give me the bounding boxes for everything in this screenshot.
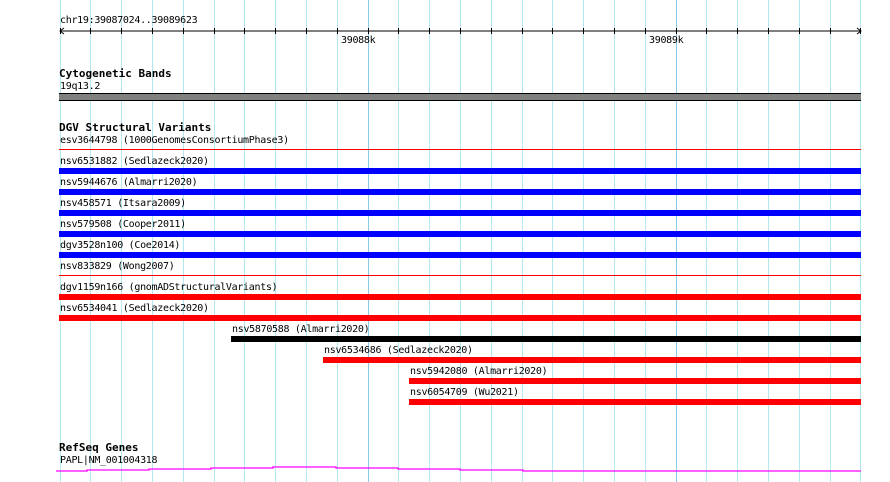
- cytoband-label[interactable]: 19q13.2: [60, 81, 101, 92]
- variant-label[interactable]: nsv833829 (Wong2007): [60, 261, 175, 272]
- variant-bar[interactable]: [409, 399, 861, 405]
- variant-label[interactable]: nsv6534041 (Sedlazeck2020): [60, 303, 209, 314]
- variant-label[interactable]: nsv5944676 (Almarri2020): [60, 177, 198, 188]
- cytoband-bar[interactable]: [59, 93, 861, 101]
- variant-bar[interactable]: [59, 275, 861, 276]
- variant-bar[interactable]: [59, 168, 861, 174]
- variant-bar[interactable]: [59, 231, 861, 237]
- variant-bar[interactable]: [59, 252, 861, 258]
- variant-bar[interactable]: [59, 294, 861, 300]
- track-title-cytoband: Cytogenetic Bands: [59, 67, 172, 80]
- variant-label[interactable]: nsv5870588 (Almarri2020): [232, 324, 370, 335]
- variant-label[interactable]: nsv5942080 (Almarri2020): [410, 366, 548, 377]
- variant-bar[interactable]: [409, 378, 861, 384]
- variant-label[interactable]: nsv579508 (Cooper2011): [60, 219, 186, 230]
- gene-feature[interactable]: [0, 460, 890, 480]
- variant-label[interactable]: nsv6534686 (Sedlazeck2020): [324, 345, 473, 356]
- variant-bar[interactable]: [323, 357, 861, 363]
- variant-label[interactable]: dgv3528n100 (Coe2014): [60, 240, 181, 251]
- variant-bar[interactable]: [59, 189, 861, 195]
- track-title-dgv: DGV Structural Variants: [59, 121, 212, 134]
- gene-label[interactable]: PAPL|NM_001004318: [60, 455, 158, 466]
- ruler[interactable]: [0, 24, 890, 38]
- variant-bar[interactable]: [59, 210, 861, 216]
- ruler-tick-label: 39088k: [341, 35, 376, 46]
- location-label: chr19:39087024..39089623: [60, 15, 198, 26]
- variant-label[interactable]: nsv458571 (Itsara2009): [60, 198, 186, 209]
- variant-label[interactable]: nsv6054709 (Wu2021): [410, 387, 519, 398]
- variant-label[interactable]: nsv6531882 (Sedlazeck2020): [60, 156, 209, 167]
- variant-label[interactable]: dgv1159n166 (gnomADStructuralVariants): [60, 282, 278, 293]
- variant-bar[interactable]: [231, 336, 861, 342]
- ruler-tick-label: 39089k: [649, 35, 684, 46]
- variant-label[interactable]: esv3644798 (1000GenomesConsortiumPhase3): [60, 135, 289, 146]
- variant-bar[interactable]: [59, 315, 861, 321]
- variant-bar[interactable]: [59, 149, 861, 150]
- track-title-refseq: RefSeq Genes: [59, 441, 139, 454]
